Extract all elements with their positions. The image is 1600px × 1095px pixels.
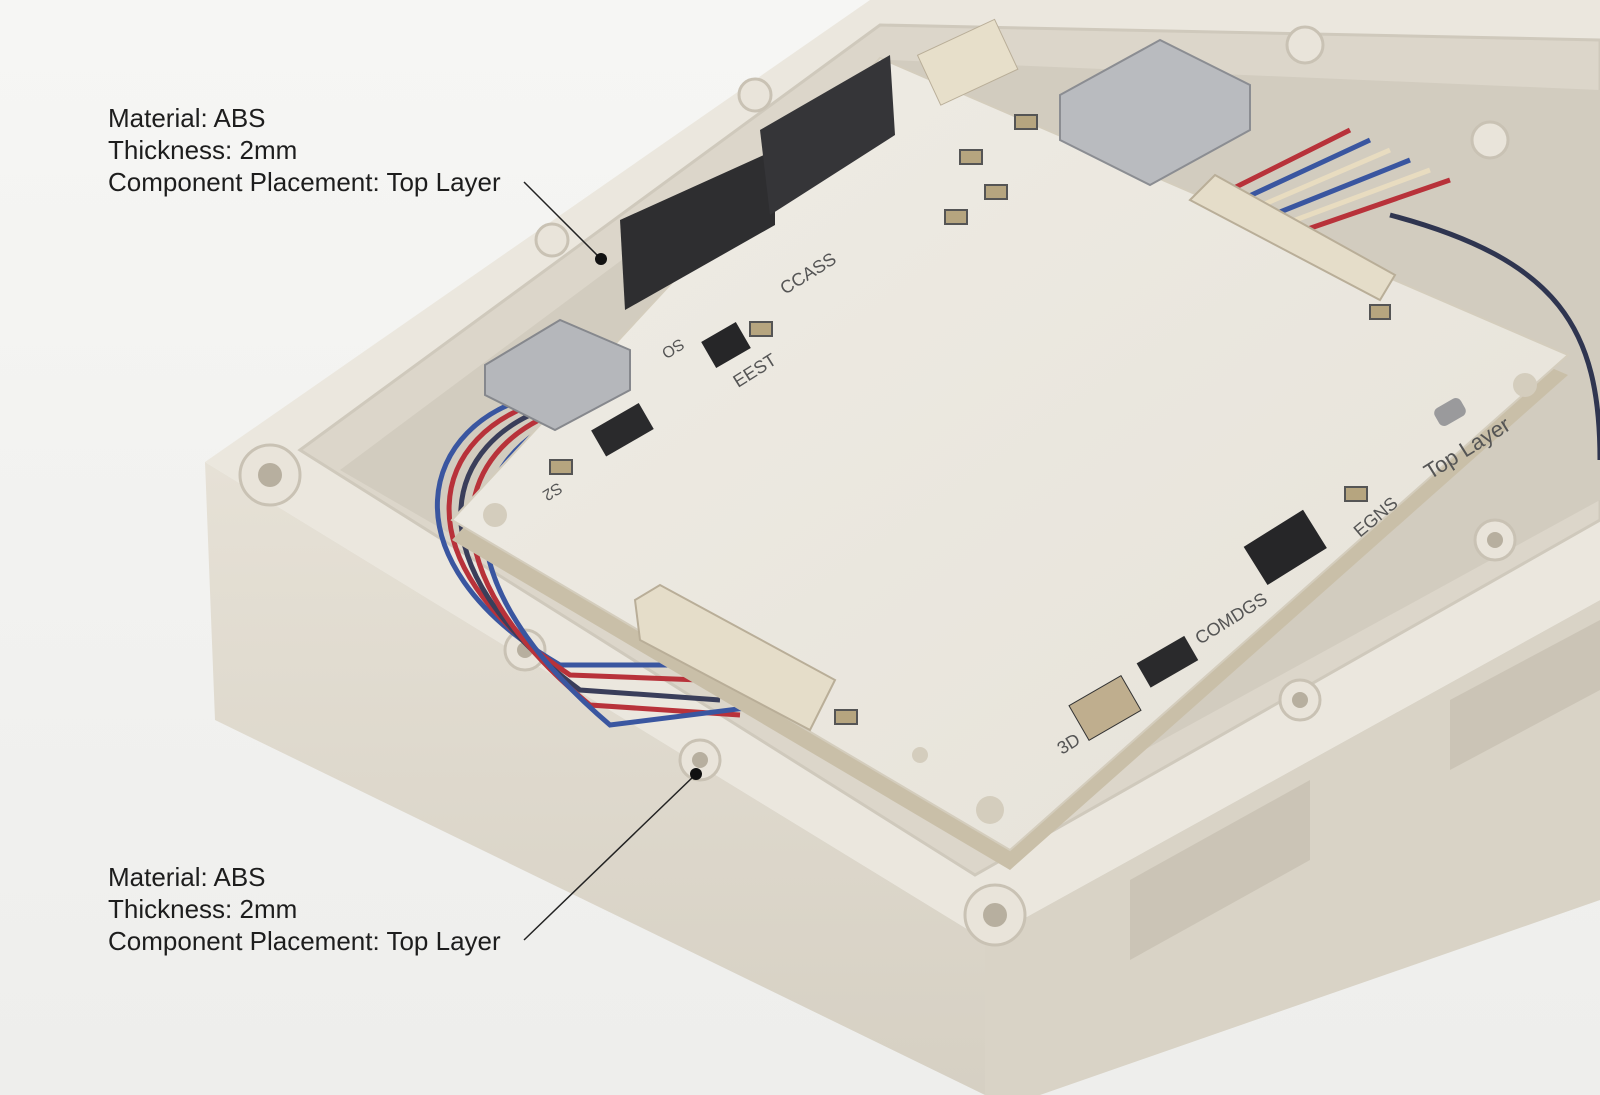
jst-connector-top [1188,173,1397,302]
ic-chip-qfn [1243,509,1327,586]
wire-harness-right [1228,127,1600,461]
side-slot [1450,620,1600,770]
capacitor [1068,674,1142,742]
usb-port-left [484,318,631,432]
pin-header [620,150,775,310]
callout-leader-top [523,181,601,259]
callout-bottom: Material: ABS Thickness: 2mm Component P… [108,861,501,957]
pin-header [760,55,895,215]
callout-thickness: Thickness: 2mm [108,135,298,165]
callout-leader-bottom [523,774,696,941]
jst-connector-bottom [633,583,837,732]
ic-chip-soic [701,322,751,368]
diode [1136,635,1199,688]
callout-material: Material: ABS [108,862,266,892]
passive-components [549,114,1391,725]
callout-top: Material: ABS Thickness: 2mm Component P… [108,102,501,198]
module-component [916,18,1019,106]
callout-thickness: Thickness: 2mm [108,894,298,924]
usb-port-top [1059,38,1251,187]
screw-bosses [238,25,1517,947]
callout-material: Material: ABS [108,103,266,133]
callout-placement: Component Placement: Top Layer [108,926,501,956]
diode [591,403,654,457]
enclosure-left-face [205,462,985,1095]
callout-dot-top [595,253,607,265]
callout-placement: Component Placement: Top Layer [108,167,501,197]
led-pad [1434,398,1466,426]
side-slot [1130,780,1310,960]
callout-dot-bottom [690,768,702,780]
